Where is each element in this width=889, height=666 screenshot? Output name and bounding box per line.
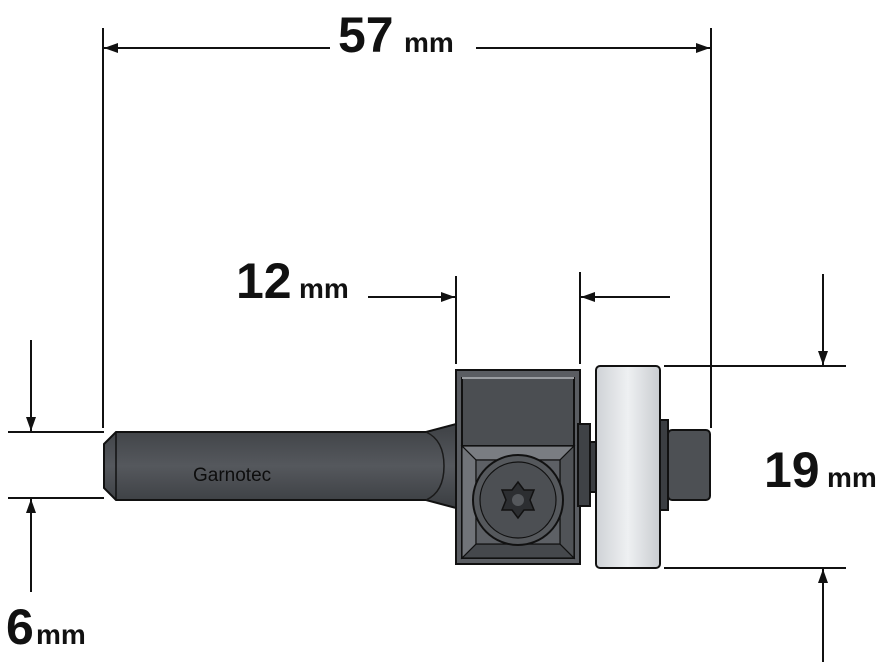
spacer-ring	[577, 423, 591, 507]
carbide-insert	[461, 377, 575, 447]
dim-57-unit: mm	[404, 27, 454, 58]
dim-57-value: 57	[338, 7, 394, 63]
dim-12-unit: mm	[299, 273, 349, 304]
brand-label: Garnotec	[193, 465, 271, 486]
dim-19-unit: mm	[827, 462, 877, 493]
bearing-washer	[659, 419, 669, 511]
router-bit	[103, 365, 711, 569]
shank	[103, 422, 457, 510]
dim-6-unit: mm	[36, 619, 86, 650]
dimension-lines	[26, 43, 828, 662]
dim-19-value: 19	[764, 442, 820, 498]
dim-label-shank-diameter: 6 mm	[6, 599, 86, 655]
dim-label-overall-length: 57 mm	[338, 7, 454, 63]
extension-lines	[8, 28, 846, 569]
dim-6-value: 6	[6, 599, 34, 655]
bearing-nut	[667, 429, 711, 501]
guide-bearing	[595, 365, 661, 569]
dim-label-bearing-diameter: 19 mm	[764, 442, 877, 498]
shank-neck	[425, 431, 445, 501]
dim-12-value: 12	[236, 253, 292, 309]
dim-label-cutting-height: 12 mm	[236, 253, 349, 309]
